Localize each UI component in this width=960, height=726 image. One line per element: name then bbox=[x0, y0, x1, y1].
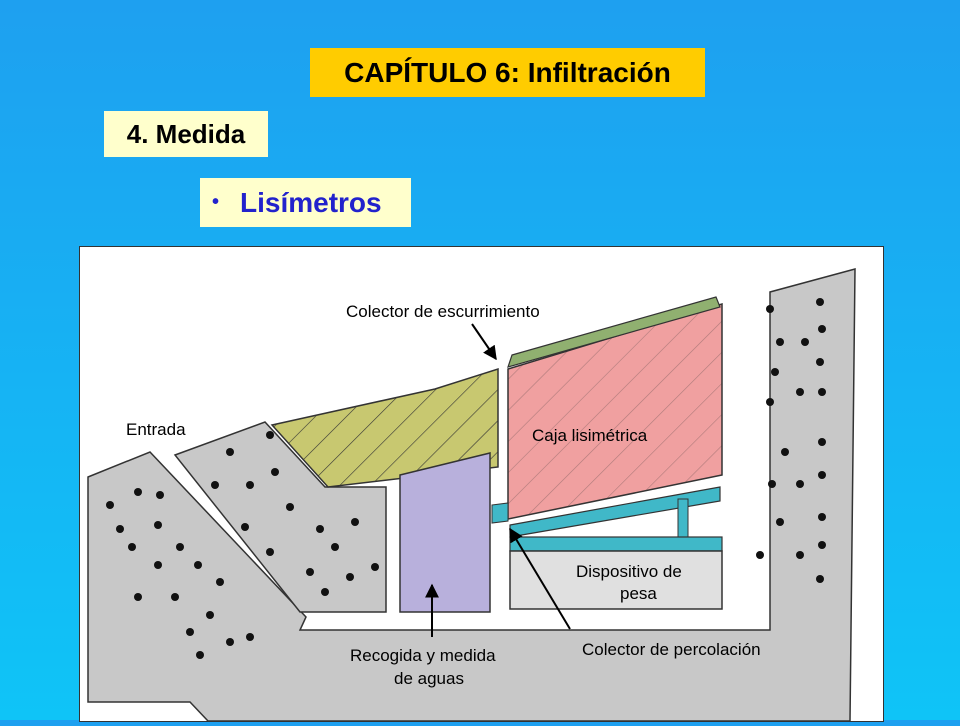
soil-inner bbox=[173, 421, 387, 613]
weighing-device-box bbox=[509, 550, 723, 610]
slide-title: CAPÍTULO 6: Infiltración bbox=[310, 48, 705, 97]
bullet-dot-icon: • bbox=[212, 191, 220, 213]
label-weighing-device-2: pesa bbox=[620, 584, 657, 603]
scale-base bbox=[509, 536, 723, 552]
label-water-collection-2: de aguas bbox=[394, 669, 464, 688]
arrow-percolation bbox=[509, 527, 571, 630]
lysimeter-diagram: Colector de escurrimiento Entrada Caja l… bbox=[79, 246, 884, 722]
soil-left bbox=[87, 268, 856, 722]
label-inlet: Entrada bbox=[126, 420, 186, 439]
arrow-runoff-collector bbox=[471, 323, 497, 361]
lysimeter-top-strip bbox=[507, 296, 721, 368]
section-heading: 4. Medida bbox=[104, 111, 268, 157]
label-weighing-device-1: Dispositivo de bbox=[576, 562, 682, 581]
label-water-collection-1: Recogida y medida bbox=[350, 646, 496, 665]
bullet-item: • Lisímetros bbox=[200, 178, 411, 227]
label-percolation-collector: Colector de percolación bbox=[582, 640, 761, 659]
bullet-label: Lisímetros bbox=[240, 187, 382, 218]
label-runoff-collector: Colector de escurrimiento bbox=[346, 302, 540, 321]
collection-tank bbox=[399, 452, 491, 613]
scale-post bbox=[677, 498, 689, 540]
label-lysimeter-box: Caja lisimétrica bbox=[532, 426, 648, 445]
